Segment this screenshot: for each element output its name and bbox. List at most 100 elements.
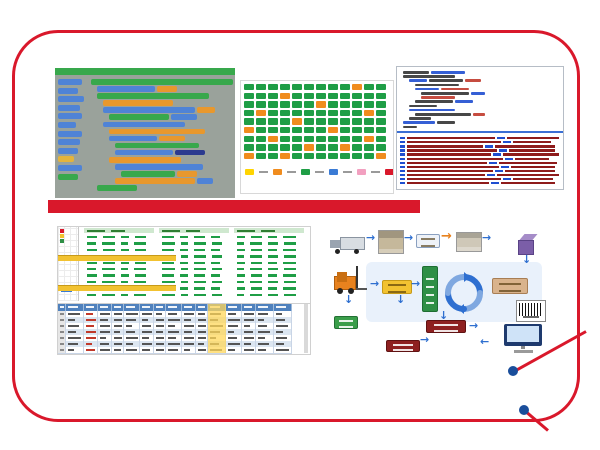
code-token (403, 71, 429, 74)
status-cell (316, 144, 326, 151)
receiving-box (416, 234, 440, 248)
cell-text (228, 331, 234, 333)
log-line-number (400, 182, 405, 185)
cell-text (244, 325, 250, 327)
status-cell (244, 101, 254, 108)
table-cell (140, 323, 154, 329)
code-block (91, 79, 233, 85)
sheet-cell-value (268, 268, 278, 271)
sheet-cell-value (135, 236, 146, 239)
log-highlight (499, 149, 507, 152)
status-cell (328, 101, 338, 108)
log-line-number (400, 161, 405, 164)
sheet-cell-value (268, 248, 277, 252)
code-block (103, 107, 195, 113)
code-block (175, 149, 205, 156)
cell-text (114, 325, 122, 327)
sheet-row (159, 274, 229, 277)
sheet-cell-value (211, 274, 220, 277)
block-editor-toolbar (55, 68, 235, 75)
sheet-cell-value (250, 255, 262, 258)
header-text (228, 306, 237, 309)
table-cell (154, 311, 166, 317)
sheet-row (234, 242, 304, 245)
table-cell (274, 341, 292, 347)
photo-shade (379, 231, 403, 238)
palette-block (58, 164, 82, 171)
header-text (184, 306, 192, 309)
box-label-text (425, 294, 435, 297)
pallet-cube-icon (518, 234, 538, 255)
sheet-row (159, 293, 229, 296)
code-block (177, 171, 197, 177)
warehouse-flowchart-screenshot: →→→→↓→→↓↓↓→→← (322, 228, 562, 360)
status-cell (256, 109, 266, 117)
status-grid-row (244, 152, 386, 160)
status-cell (244, 144, 254, 151)
sheet-cell-value (102, 293, 115, 296)
sheet-cell-value (121, 268, 128, 271)
cell-text (60, 331, 64, 333)
status-cell (340, 84, 350, 91)
sheet-cell-value (250, 293, 262, 296)
table-cell (274, 317, 292, 323)
cell-text (168, 331, 179, 333)
status-cell (256, 84, 266, 91)
sheet-cell-value (194, 261, 205, 264)
table-cell (226, 347, 242, 353)
code-line (415, 113, 485, 116)
log-line (400, 182, 555, 185)
block-row (115, 142, 233, 149)
sheet-cell-value (268, 274, 277, 277)
sheet-cell-value (134, 242, 146, 245)
cell-text (198, 319, 206, 321)
log-text (499, 161, 557, 164)
cell-text (258, 337, 265, 339)
table-cell (256, 329, 274, 335)
status-cell (304, 152, 314, 160)
status-cell (352, 144, 362, 151)
status-cell (304, 144, 314, 151)
status-cell (256, 127, 266, 134)
cell-text (126, 325, 132, 327)
forklift-mast (356, 266, 359, 289)
status-cell (352, 127, 362, 134)
selected-row-stripe (58, 255, 176, 261)
status-cell (364, 118, 374, 125)
status-cell (280, 135, 290, 142)
log-line-number (400, 149, 405, 152)
header-text (86, 306, 94, 309)
table-cell (226, 341, 242, 347)
status-cell (328, 135, 338, 142)
inspection-photo (456, 232, 482, 252)
cell-text (168, 349, 178, 351)
status-cell (376, 92, 386, 99)
status-cell (304, 101, 314, 108)
cell-text (228, 325, 238, 327)
table-cell (242, 317, 256, 323)
status-cell (244, 127, 254, 134)
table-header-cell (112, 304, 124, 311)
header-label (162, 229, 180, 232)
table-cell (58, 329, 66, 335)
log-highlight (503, 141, 511, 144)
table-cell (58, 347, 66, 353)
log-line (400, 173, 559, 177)
status-cell (352, 84, 362, 91)
sheet-cell-value (162, 242, 175, 245)
sheet-cell-value (284, 268, 296, 271)
log-line-number (400, 145, 405, 148)
terminal-monitor-icon (504, 324, 542, 354)
table-cell (226, 329, 242, 335)
log-text (407, 161, 487, 164)
status-cell (316, 84, 326, 91)
status-cell (244, 84, 254, 91)
table-cell (66, 317, 84, 323)
sheet-cell-value (87, 280, 96, 284)
code-token (409, 108, 455, 112)
cell-text (258, 319, 264, 321)
status-cell (292, 152, 302, 160)
legend-label (343, 170, 352, 174)
header-text (276, 306, 286, 309)
sheet-row (84, 236, 154, 239)
